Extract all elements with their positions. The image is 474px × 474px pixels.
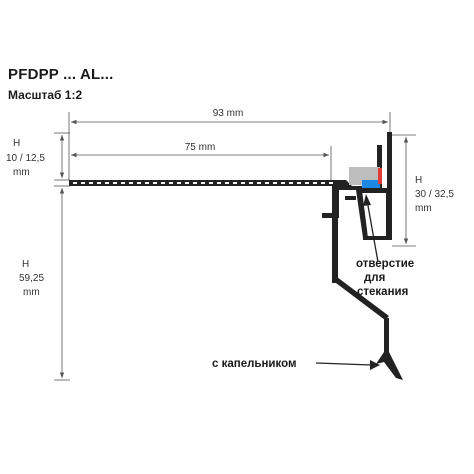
perforation-hole xyxy=(257,182,261,184)
perforation-hole xyxy=(273,182,277,184)
perforation-hole xyxy=(233,182,237,184)
perforation-hole xyxy=(313,182,317,184)
perforation-hole xyxy=(297,182,301,184)
perforation-hole xyxy=(121,182,125,184)
perforation-hole xyxy=(329,182,333,184)
perforation-hole xyxy=(137,182,141,184)
perforation-hole xyxy=(281,182,285,184)
dim-top-h-letter: H xyxy=(13,138,20,149)
dim-right-h-unit: mm xyxy=(415,203,432,214)
perforation-hole xyxy=(305,182,309,184)
perforation-hole xyxy=(73,182,77,184)
perforated-deck xyxy=(69,180,337,186)
scale-label: Масштаб 1:2 xyxy=(8,88,83,102)
dim-top-h-value: 10 / 12,5 xyxy=(6,153,45,164)
insert-grey xyxy=(349,167,380,180)
perforation-hole xyxy=(145,182,149,184)
callout-drain-line1: отверстие xyxy=(356,258,414,270)
perforation-hole xyxy=(201,182,205,184)
dim-main-h-unit: mm xyxy=(23,287,40,298)
dimension-lines xyxy=(54,112,416,381)
perforation-hole xyxy=(89,182,93,184)
tile-insert xyxy=(349,167,382,188)
dim-right-h-value: 30 / 32,5 xyxy=(415,189,454,200)
perforation-hole xyxy=(265,182,269,184)
perforation-hole xyxy=(97,182,101,184)
perforation-hole xyxy=(113,182,117,184)
callout-drain-line2: для xyxy=(364,272,385,284)
dim-total-width: 93 mm xyxy=(213,108,244,119)
profile-body xyxy=(322,132,403,380)
perforation-hole xyxy=(169,182,173,184)
drip-edge-callout: с капельником xyxy=(212,358,380,370)
perforation-hole xyxy=(185,182,189,184)
perforation-hole xyxy=(225,182,229,184)
perforation-hole xyxy=(249,182,253,184)
perforation-hole xyxy=(161,182,165,184)
perforation-hole xyxy=(81,182,85,184)
perforation-hole xyxy=(193,182,197,184)
perforation-hole xyxy=(241,182,245,184)
callout-drain-line3: стекания xyxy=(357,286,408,298)
dimension-labels: 93 mm 75 mm H 10 / 12,5 mm H 59,25 mm H … xyxy=(6,108,454,298)
dim-main-h-value: 59,25 xyxy=(19,273,44,284)
callout-drip-edge: с капельником xyxy=(212,358,296,370)
perforation-hole xyxy=(105,182,109,184)
perforation-hole xyxy=(153,182,157,184)
perforation-hole xyxy=(321,182,325,184)
dim-right-h-letter: H xyxy=(415,175,422,186)
dim-main-h-letter: H xyxy=(22,259,29,270)
perforation-hole xyxy=(177,182,181,184)
drain-hole-callout: отверстие для стекания xyxy=(356,194,414,298)
insert-red xyxy=(378,168,382,184)
product-code: PFDPP ... AL... xyxy=(8,66,114,83)
dim-top-h-unit: mm xyxy=(13,167,30,178)
perforation-hole xyxy=(209,182,213,184)
dim-inner-width: 75 mm xyxy=(185,142,216,153)
perforation-hole xyxy=(217,182,221,184)
perforation-hole xyxy=(129,182,133,184)
perforation-hole xyxy=(289,182,293,184)
insert-blue xyxy=(362,180,380,188)
